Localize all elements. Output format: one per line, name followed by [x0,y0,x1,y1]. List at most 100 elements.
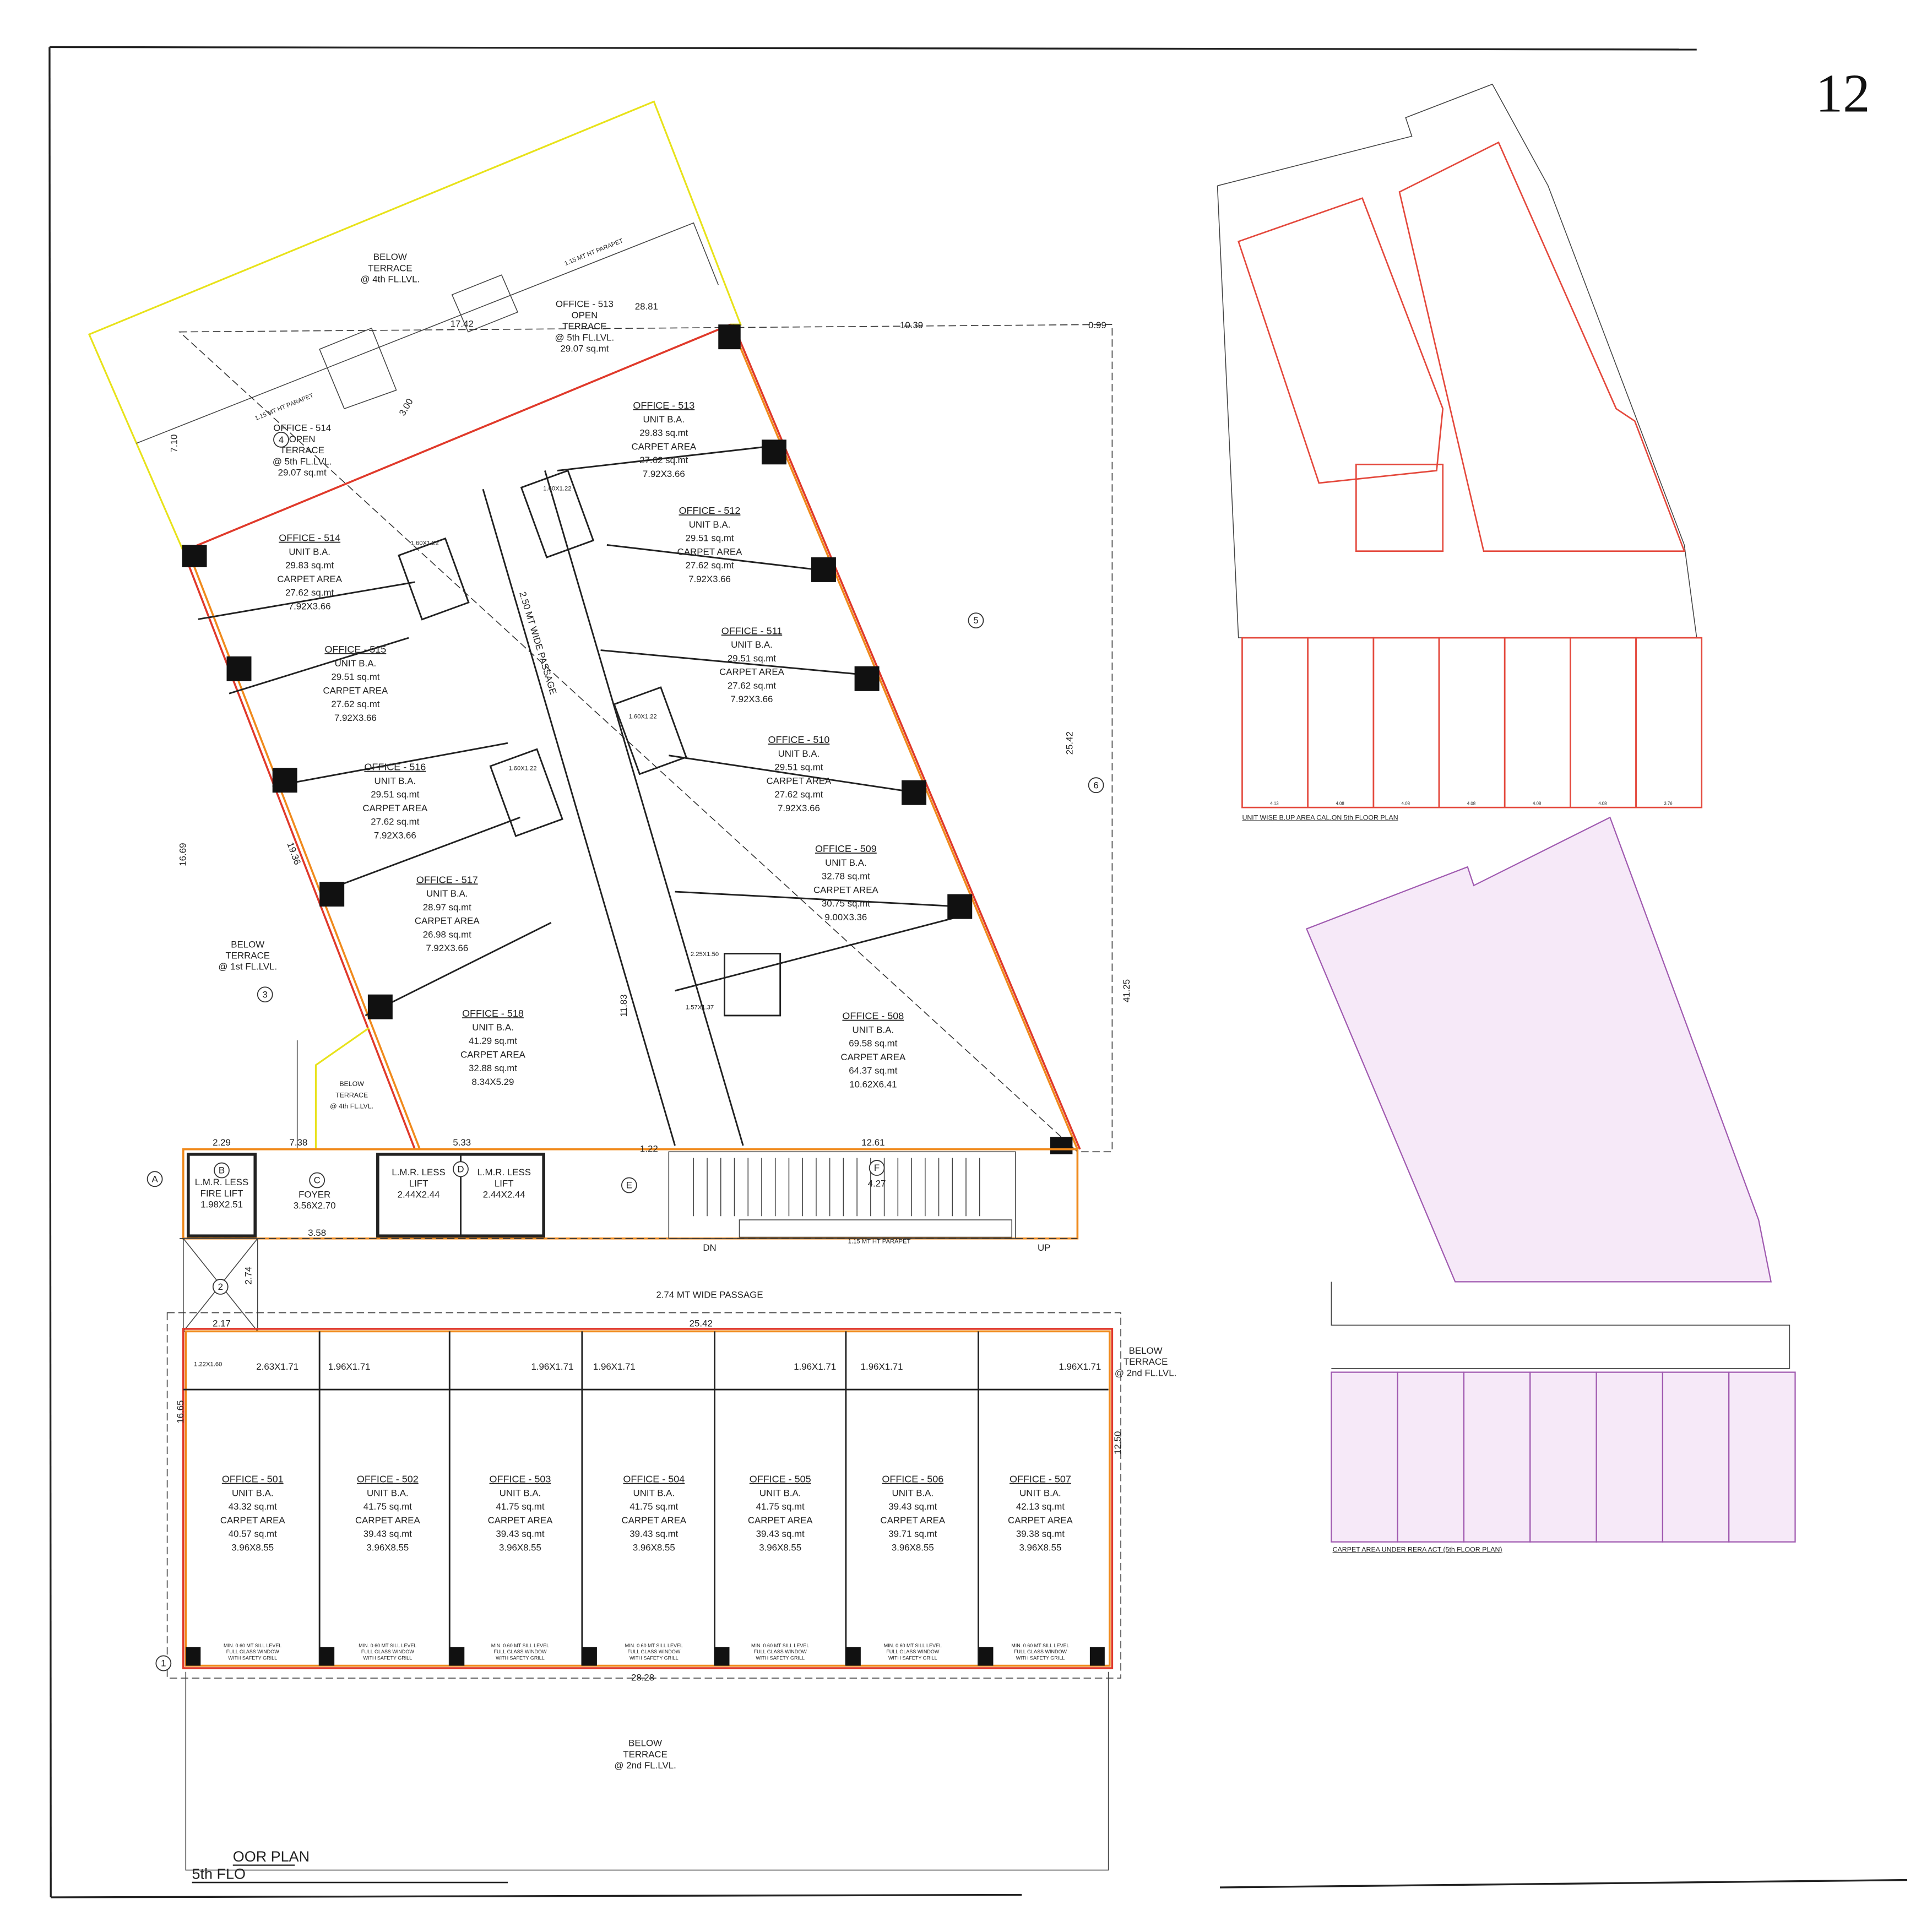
dimension-label: 41.25 [1121,979,1132,1002]
office-carpet-label: CARPET AREA [277,574,342,584]
open-terrace-513-label: OFFICE - 513 [556,299,614,310]
builtup-unit [1241,637,1309,808]
grid-marker-label: 5 [973,615,978,626]
dimension-label: 16.65 [175,1400,186,1423]
office-carpet: 39.43 sq.mt [756,1529,805,1539]
passage-lower-label: 2.74 MT WIDE PASSAGE [656,1290,763,1300]
below-terrace-4th-small-label: @ 4th FL.LVL. [330,1103,373,1110]
below-terrace-2nd-bottom-label: BELOW [628,1738,662,1749]
below-terrace-2nd-bottom-label: TERRACE [623,1749,667,1760]
carpet-unit [1397,1371,1465,1543]
office-carpet: 39.71 sq.mt [888,1529,937,1539]
office-carpet: 39.43 sq.mt [496,1529,544,1539]
grid-marker-label: E [626,1180,632,1191]
open-terrace-513-label: 29.07 sq.mt [560,344,609,354]
below-terrace-2nd-right-label: TERRACE [1124,1356,1168,1367]
grid-marker-label: F [874,1163,880,1173]
window-note: FULL GLASS WINDOW [493,1649,547,1654]
open-terrace-513-label: @ 5th FL.LVL. [555,332,615,343]
lift-2-label: LIFT [495,1178,514,1188]
office-carpet: 64.37 sq.mt [849,1066,897,1076]
toilet-size: 1.60X1.22 [411,540,439,546]
dimension-label: 0.99 [1088,320,1106,330]
office-unit: UNIT B.A. [759,1488,801,1498]
below-terrace-4th-label: @ 4th FL.LVL. [360,274,420,285]
dimension-label: 28.28 [631,1673,654,1683]
below-terrace-1st-label: BELOW [231,939,264,949]
grid-marker-label: D [457,1164,464,1174]
office-ba: 29.83 sq.mt [285,560,334,571]
office-carpet: 26.98 sq.mt [423,929,471,940]
grid-marker-label: C [314,1175,321,1186]
dimension-label: 3.58 [308,1228,326,1238]
office-carpet-label: CARPET AREA [415,916,480,926]
office-unit: UNIT B.A. [289,546,330,557]
upper-wing [88,100,1113,1154]
office-name: OFFICE - 508 [842,1011,904,1022]
open-terrace-514-label: @ 5th FL.LVL. [273,456,332,466]
dimension-label: 2.29 [213,1137,231,1148]
dimension-label: 3.00 [397,397,415,417]
below-terrace-4th-label: TERRACE [368,263,413,273]
grid-marker-5: 5 [968,612,984,628]
office-size: 7.92X3.66 [334,713,377,723]
office-carpet: 27.62 sq.mt [371,817,419,827]
grid-marker-2: 2 [212,1279,229,1295]
office-name: OFFICE - 504 [623,1474,685,1485]
office-ba: 29.51 sq.mt [331,672,379,682]
office-size: 3.96X8.55 [892,1542,934,1553]
office-carpet: 27.62 sq.mt [331,699,379,709]
dimension-label: 5.33 [453,1137,471,1148]
passage-upper-label: 2.50 MT WIDE PASSAGE [517,590,558,696]
carpet-unit [1662,1371,1730,1543]
office-carpet-label: CARPET AREA [355,1515,420,1526]
carpet-unit [1331,1371,1398,1543]
shop-size: 1.96X1.71 [328,1361,371,1372]
office-name: OFFICE - 509 [815,843,877,854]
dimension-label: 2.74 [243,1267,253,1285]
dimension-label: 10.39 [900,320,923,330]
fire-lift-label: 1.98X2.51 [200,1200,243,1210]
office-size: 7.92X3.66 [688,574,731,584]
carpet-plan-title: CARPET AREA UNDER RERA ACT (5th FLOOR PL… [1333,1546,1502,1554]
office-name: OFFICE - 502 [357,1474,419,1485]
office-size: 7.92X3.66 [778,803,820,813]
office-name: OFFICE - 507 [1010,1474,1071,1485]
window-note: FULL GLASS WINDOW [361,1649,415,1654]
builtup-width: 4.08 [1402,801,1410,806]
office-carpet-label: CARPET AREA [631,441,696,452]
office-ba: 41.29 sq.mt [469,1036,517,1046]
office-size: 3.96X8.55 [231,1542,274,1553]
builtup-unit [1635,637,1703,808]
office-carpet: 30.75 sq.mt [822,898,870,909]
office-size: 3.96X8.55 [499,1542,541,1553]
open-terrace-514-label: 29.07 sq.mt [278,468,327,478]
toilet-size: 1.57X1.37 [686,1005,714,1011]
builtup-unit [1372,637,1440,808]
stair-dn: DN [703,1242,716,1253]
carpet-unit [1463,1371,1531,1543]
toilet-size: 1.60X1.22 [543,485,571,492]
office-carpet-label: CARPET AREA [460,1049,525,1060]
grid-marker-F: F [869,1160,885,1176]
window-note: WITH SAFETY GRILL [756,1655,805,1660]
window-note: WITH SAFETY GRILL [363,1655,412,1660]
